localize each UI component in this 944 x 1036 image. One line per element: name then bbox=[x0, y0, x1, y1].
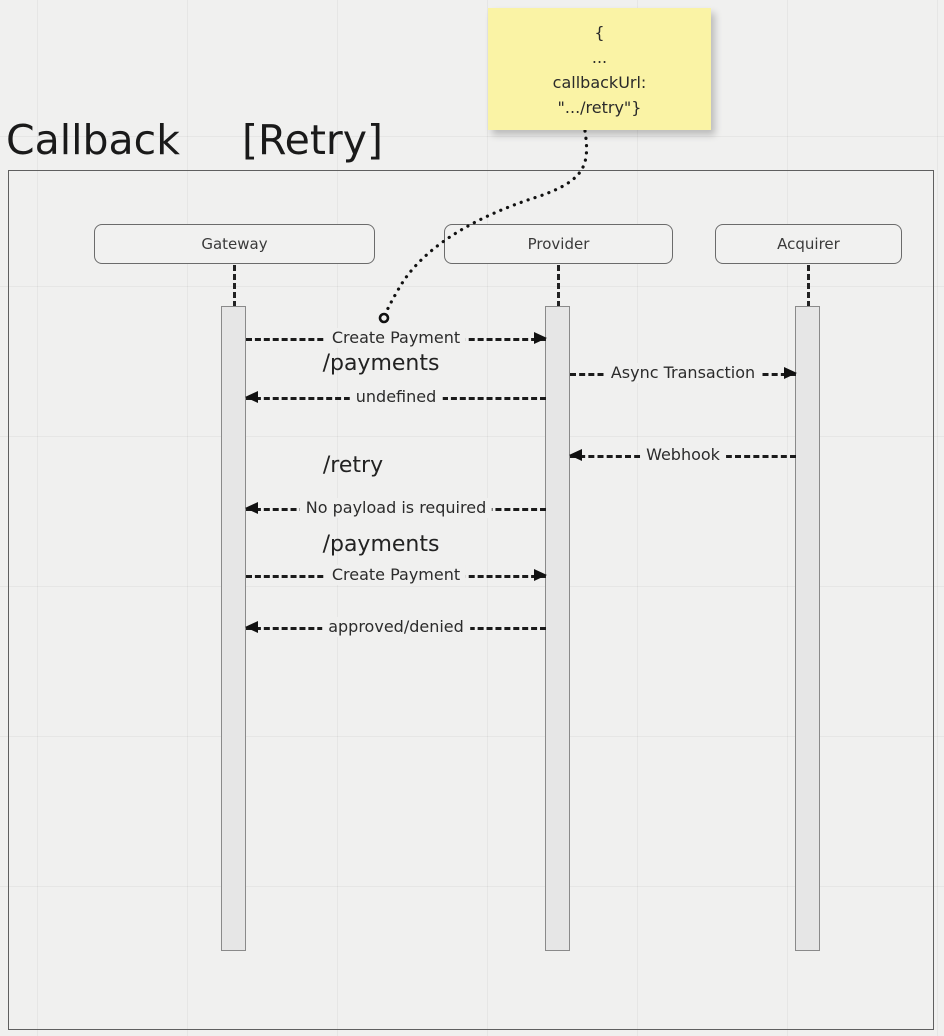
note-line: ... bbox=[591, 48, 608, 67]
message-label: Webhook bbox=[640, 445, 726, 465]
message-approved-denied[interactable]: approved/denied bbox=[245, 617, 546, 638]
activation-bar-acquirer bbox=[795, 306, 820, 951]
arrowhead-left-icon bbox=[245, 502, 258, 514]
participant-label: Gateway bbox=[201, 235, 268, 253]
message-label: Create Payment bbox=[325, 328, 467, 348]
diagram-title-fragment: [Retry] bbox=[241, 116, 384, 164]
participant-provider[interactable]: Provider bbox=[444, 224, 673, 264]
message-async-transaction[interactable]: Async Transaction bbox=[570, 363, 797, 384]
activation-bar-gateway bbox=[221, 306, 246, 951]
lifeline-gateway bbox=[233, 265, 236, 307]
lifeline-acquirer bbox=[807, 265, 810, 307]
diagram-title-main: Callback bbox=[6, 116, 180, 164]
arrowhead-left-icon bbox=[245, 621, 258, 633]
sticky-note-callback-url[interactable]: { ... callbackUrl: ".../retry"} bbox=[488, 8, 711, 130]
participant-label: Provider bbox=[527, 235, 590, 253]
arrowhead-right-icon bbox=[784, 367, 797, 379]
note-line: ".../retry"} bbox=[557, 98, 642, 117]
arrowhead-right-icon bbox=[534, 332, 547, 344]
message-create-payment-1[interactable]: Create Payment bbox=[246, 328, 547, 349]
message-webhook[interactable]: Webhook bbox=[569, 445, 796, 466]
page-title: Callback [Retry] bbox=[6, 112, 383, 168]
message-label: Async Transaction bbox=[604, 363, 762, 383]
lifeline-provider bbox=[557, 265, 560, 307]
note-line: { bbox=[594, 23, 605, 42]
message-label: undefined bbox=[349, 387, 443, 407]
participant-acquirer[interactable]: Acquirer bbox=[715, 224, 902, 264]
message-label: No payload is required bbox=[299, 498, 493, 518]
path-label-payments-2: /payments bbox=[322, 532, 440, 557]
arrowhead-left-icon bbox=[245, 391, 258, 403]
message-create-payment-2[interactable]: Create Payment bbox=[246, 565, 547, 586]
message-label: Create Payment bbox=[325, 565, 467, 585]
arrowhead-right-icon bbox=[534, 569, 547, 581]
activation-bar-provider bbox=[545, 306, 570, 951]
path-label-retry: /retry bbox=[322, 453, 384, 478]
arrowhead-left-icon bbox=[569, 449, 582, 461]
message-label: approved/denied bbox=[322, 617, 470, 637]
note-line: callbackUrl: bbox=[552, 73, 647, 92]
path-label-payments-1: /payments bbox=[322, 351, 440, 376]
participant-gateway[interactable]: Gateway bbox=[94, 224, 375, 264]
participant-label: Acquirer bbox=[777, 235, 840, 253]
message-no-payload-required[interactable]: No payload is required bbox=[245, 498, 546, 519]
message-undefined[interactable]: undefined bbox=[245, 387, 546, 408]
